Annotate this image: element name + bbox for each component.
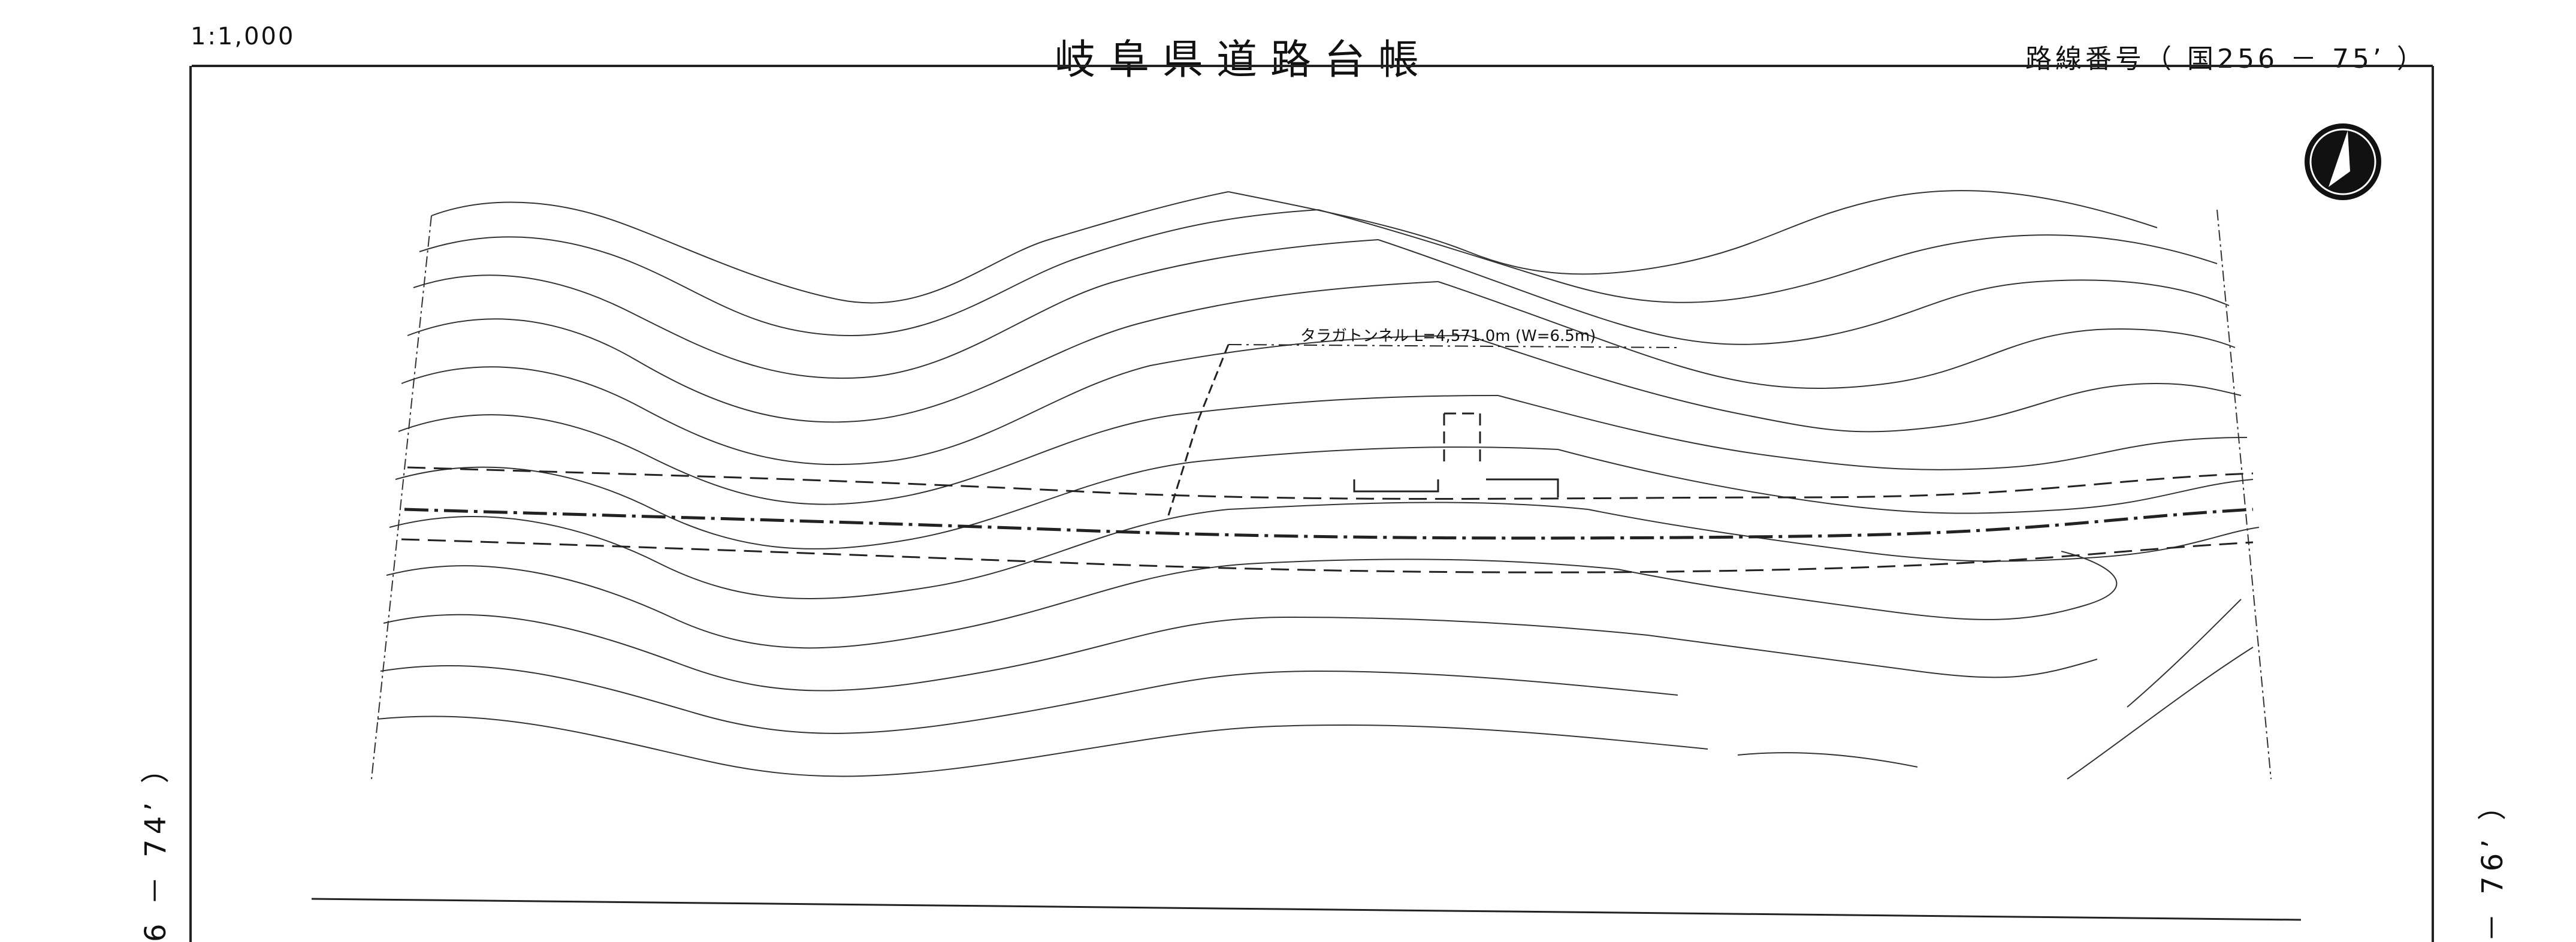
adjacent-sheet-right: － 76’ ） xyxy=(2476,787,2509,942)
tunnel-structure xyxy=(1167,344,1678,516)
separator-line xyxy=(311,898,2302,921)
route-number: 路線番号（ 国256 － 75’ ） xyxy=(2025,44,2427,74)
adjacent-sheet-left: 6 － 74’ ） xyxy=(139,750,173,942)
north-arrow-icon xyxy=(2305,123,2381,200)
map-scale: 1:1,000 xyxy=(191,23,295,50)
road-centreline xyxy=(404,508,2254,540)
survey-boundary xyxy=(371,209,2272,780)
contour-lines xyxy=(377,190,2260,780)
road-edge-south xyxy=(401,538,2254,573)
page-title: 岐阜県道路台帳 xyxy=(1055,37,1433,84)
road-edge-north xyxy=(407,466,2254,500)
road-lines xyxy=(401,466,2254,573)
tunnel-label: タラガトンネル L=4,571.0m (W=6.5m) xyxy=(1300,327,1596,345)
